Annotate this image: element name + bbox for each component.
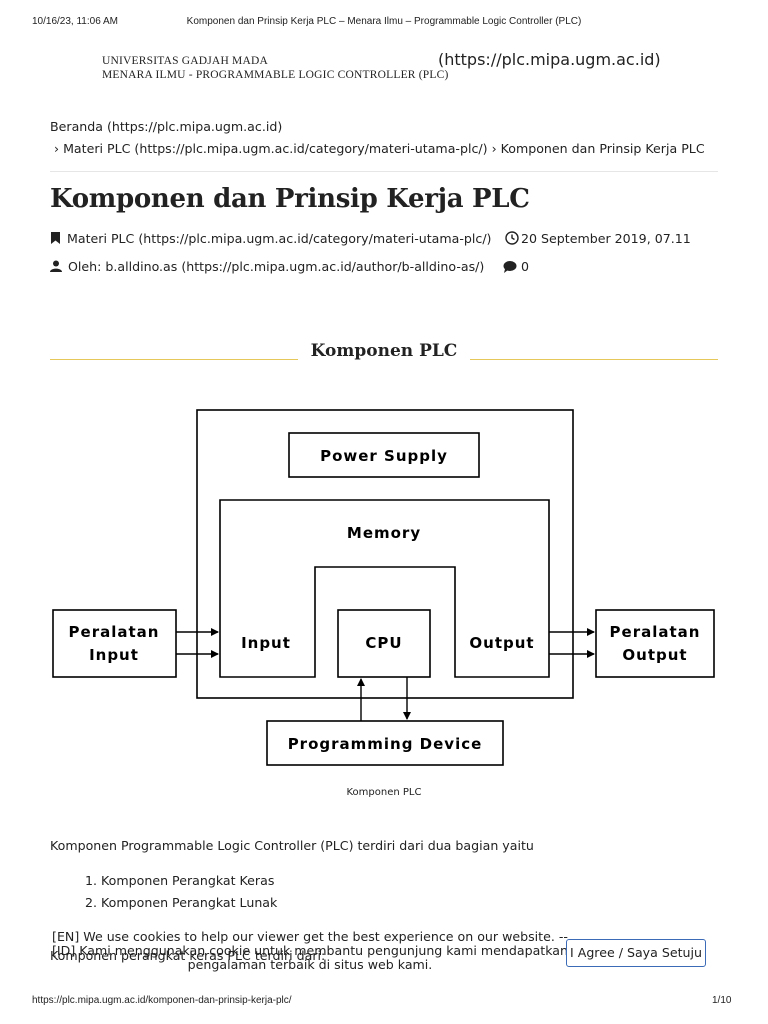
section-divider-right bbox=[470, 359, 718, 360]
label-programming-device: Programming Device bbox=[288, 735, 483, 753]
next-paragraph: Komponen perangkat keras PLC terdiri dar… bbox=[50, 948, 326, 963]
label-peralatan-input-1: Peralatan bbox=[69, 623, 160, 641]
plc-components-diagram: Power Supply Memory Input CPU Output Per… bbox=[52, 409, 715, 766]
plc-enclosure bbox=[196, 409, 574, 699]
cookie-accept-button[interactable]: I Agree / Saya Setuju bbox=[566, 939, 706, 967]
post-author: Oleh: b.alldino.as (https://plc.mipa.ugm… bbox=[50, 259, 484, 274]
label-output: Output bbox=[469, 634, 534, 652]
memory-box bbox=[219, 499, 550, 678]
site-subtitle: MENARA ILMU - PROGRAMMABLE LOGIC CONTROL… bbox=[102, 69, 449, 81]
post-category-link[interactable]: Materi PLC (https://plc.mipa.ugm.ac.id/c… bbox=[67, 231, 492, 246]
chevron-right-icon: › bbox=[491, 141, 497, 156]
divider bbox=[50, 171, 718, 172]
cpu-box bbox=[337, 609, 431, 678]
label-peralatan-input-2: Input bbox=[89, 646, 139, 664]
user-icon bbox=[50, 260, 62, 272]
breadcrumb-home[interactable]: Beranda (https://plc.mipa.ugm.ac.id) bbox=[50, 119, 283, 134]
cookie-notice: [EN] We use cookies to help our viewer g… bbox=[50, 930, 570, 972]
post-date-text: 20 September 2019, 07.11 bbox=[521, 231, 691, 246]
intro-paragraph: Komponen Programmable Logic Controller (… bbox=[50, 838, 534, 853]
bookmark-icon bbox=[51, 232, 60, 244]
clock-icon bbox=[505, 231, 519, 245]
cookie-text-en: [EN] We use cookies to help our viewer g… bbox=[52, 929, 568, 944]
peralatan-output-box bbox=[595, 609, 715, 678]
post-date: 20 September 2019, 07.11 bbox=[505, 231, 691, 246]
chevron-right-icon: › bbox=[54, 141, 60, 156]
print-datetime: 10/16/23, 11:06 AM bbox=[32, 16, 118, 27]
section-divider-left bbox=[50, 359, 298, 360]
label-input: Input bbox=[241, 634, 291, 652]
breadcrumb-category[interactable]: Materi PLC (https://plc.mipa.ugm.ac.id/c… bbox=[63, 141, 488, 156]
list-item: 1. Komponen Perangkat Keras bbox=[85, 873, 275, 888]
label-peralatan-output-2: Output bbox=[622, 646, 687, 664]
comment-icon bbox=[503, 261, 517, 273]
section-title: Komponen PLC bbox=[310, 341, 458, 361]
site-university: UNIVERSITAS GADJAH MADA bbox=[102, 55, 268, 67]
peralatan-input-box bbox=[52, 609, 177, 678]
figure-caption: Komponen PLC bbox=[346, 787, 422, 798]
print-footer-url: https://plc.mipa.ugm.ac.id/komponen-dan-… bbox=[32, 995, 292, 1006]
post-category: Materi PLC (https://plc.mipa.ugm.ac.id/c… bbox=[50, 231, 491, 246]
label-cpu: CPU bbox=[365, 634, 402, 652]
label-power-supply: Power Supply bbox=[320, 447, 448, 465]
cookie-text-id: [ID] Kami menggunakan cookie untuk memba… bbox=[52, 943, 568, 972]
page-title: Komponen dan Prinsip Kerja PLC bbox=[50, 184, 530, 214]
post-comments[interactable]: 0 bbox=[503, 259, 529, 274]
programming-device-box bbox=[266, 720, 504, 766]
site-home-link[interactable]: (https://plc.mipa.ugm.ac.id) bbox=[438, 50, 661, 69]
print-page-number: 1/10 bbox=[712, 995, 732, 1006]
post-author-link[interactable]: Oleh: b.alldino.as (https://plc.mipa.ugm… bbox=[68, 259, 485, 274]
list-item: 2. Komponen Perangkat Lunak bbox=[85, 895, 278, 910]
comment-count: 0 bbox=[521, 259, 530, 274]
print-doc-title: Komponen dan Prinsip Kerja PLC – Menara … bbox=[186, 16, 582, 27]
label-peralatan-output-1: Peralatan bbox=[610, 623, 701, 641]
breadcrumb: › Materi PLC (https://plc.mipa.ugm.ac.id… bbox=[54, 141, 705, 156]
power-supply-box bbox=[288, 432, 480, 478]
label-memory: Memory bbox=[347, 524, 421, 542]
breadcrumb-current: Komponen dan Prinsip Kerja PLC bbox=[500, 141, 705, 156]
